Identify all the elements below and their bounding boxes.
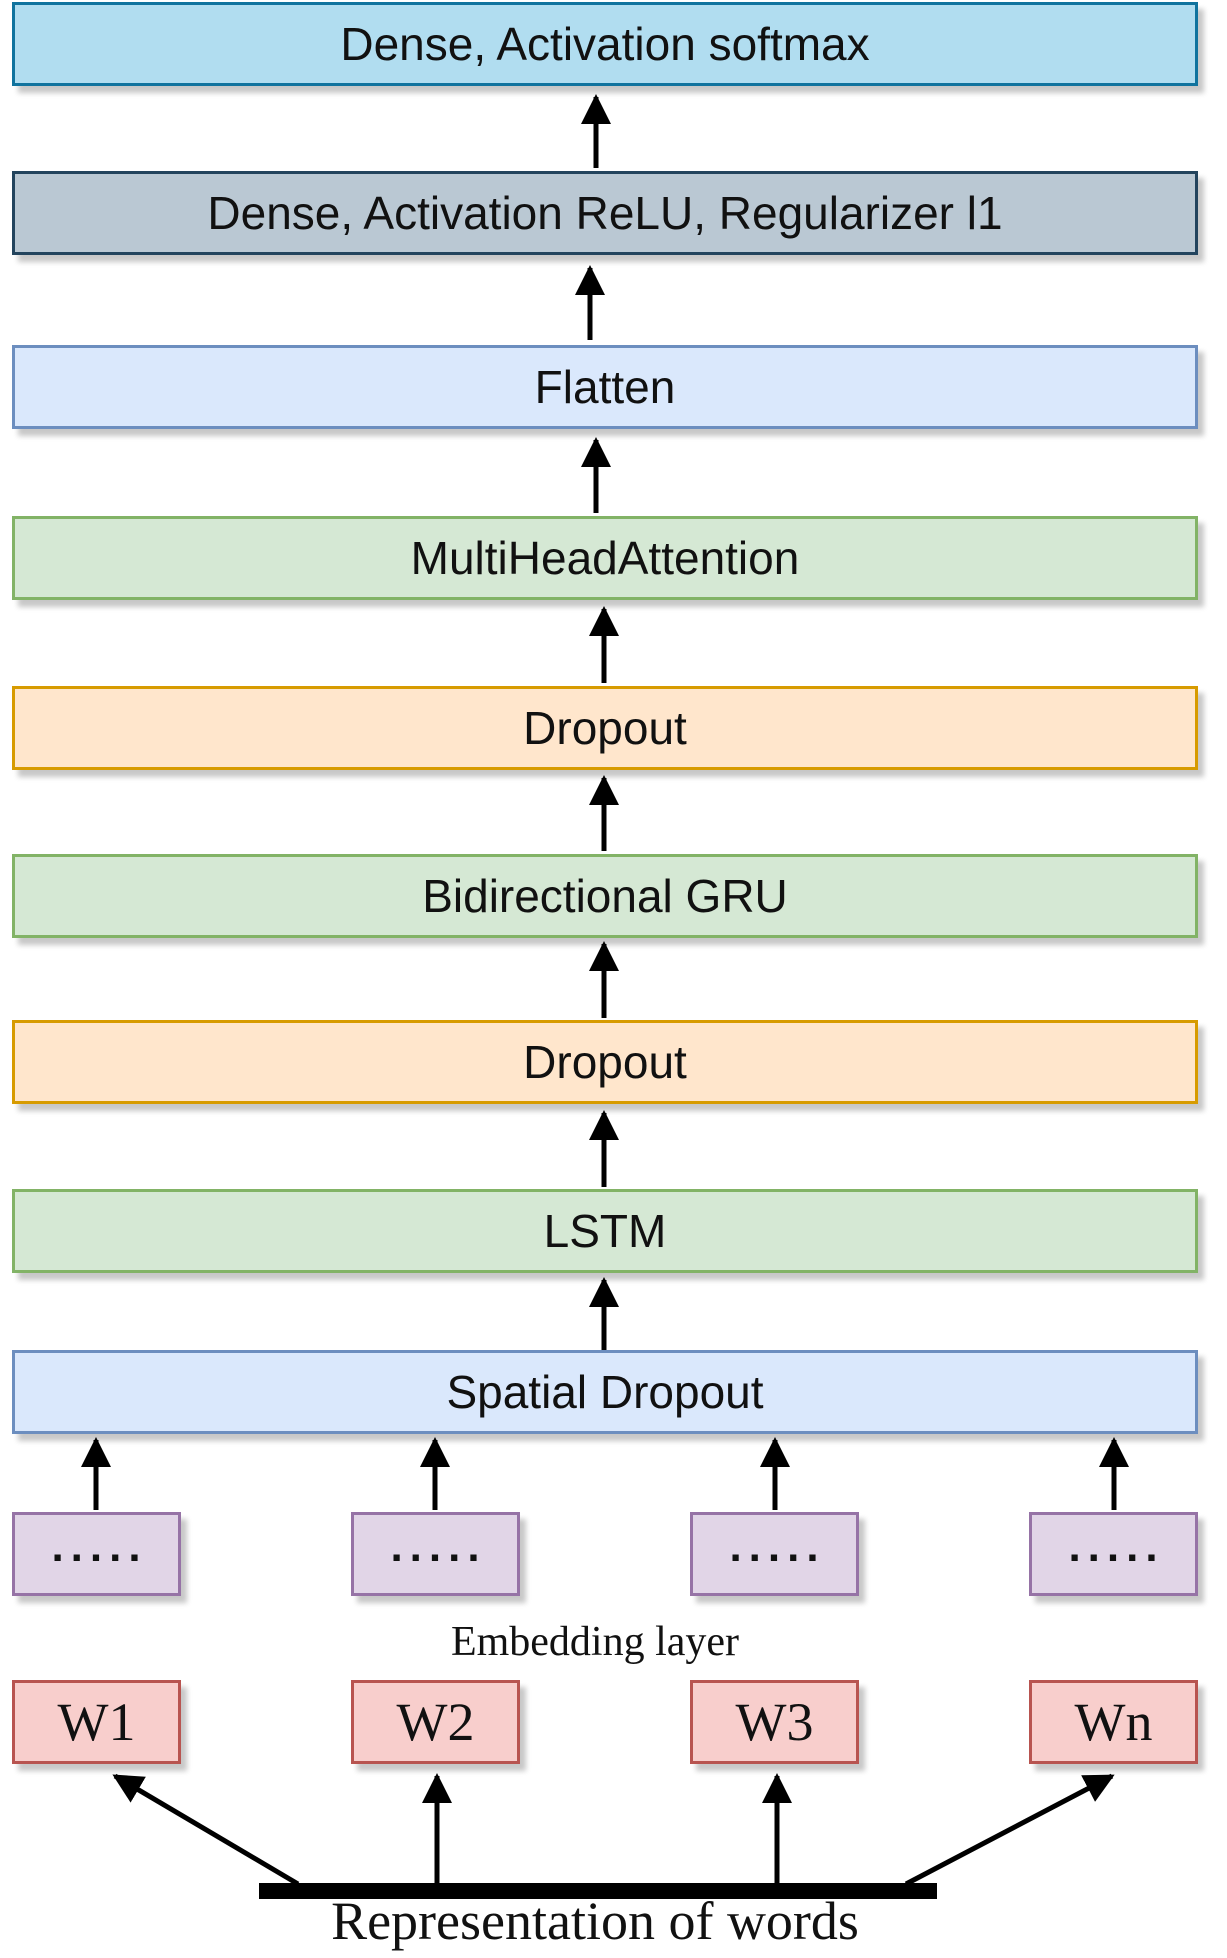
- layer-dropout-lower: Dropout: [12, 1020, 1198, 1104]
- embedding-vector-4: .....: [1029, 1512, 1198, 1596]
- layer-label: Dropout: [523, 702, 687, 754]
- arrow-bar-w1: [112, 1773, 300, 1887]
- layer-label: Bidirectional GRU: [422, 870, 788, 922]
- layer-dropout-upper: Dropout: [12, 686, 1198, 770]
- embedding-layer-caption: Embedding layer: [450, 1619, 740, 1665]
- word-label: W2: [396, 1692, 475, 1752]
- layer-label: Dense, Activation ReLU, Regularizer l1: [207, 187, 1003, 239]
- embedding-dots: .....: [51, 1522, 148, 1571]
- word-token-w3: W3: [690, 1680, 859, 1764]
- embedding-vector-3: .....: [690, 1512, 859, 1596]
- word-token-w1: W1: [12, 1680, 181, 1764]
- layer-dense-softmax: Dense, Activation softmax: [12, 2, 1198, 86]
- layer-dense-relu: Dense, Activation ReLU, Regularizer l1: [12, 171, 1198, 255]
- word-token-w2: W2: [351, 1680, 520, 1764]
- layer-flatten: Flatten: [12, 345, 1198, 429]
- embedding-vector-1: .....: [12, 1512, 181, 1596]
- representation-caption: Representation of words: [331, 1891, 859, 1951]
- word-label: Wn: [1074, 1692, 1153, 1752]
- arrow-bar-wn: [904, 1773, 1115, 1887]
- word-label: W3: [735, 1692, 814, 1752]
- embedding-dots: .....: [1068, 1522, 1165, 1571]
- layer-bidirectional-gru: Bidirectional GRU: [12, 854, 1198, 938]
- layer-label: Dropout: [523, 1036, 687, 1088]
- layer-lstm: LSTM: [12, 1189, 1198, 1273]
- layer-label: MultiHeadAttention: [410, 532, 800, 584]
- word-token-wn: Wn: [1029, 1680, 1198, 1764]
- layer-label: Spatial Dropout: [446, 1366, 764, 1418]
- word-label: W1: [57, 1692, 136, 1752]
- embedding-dots: .....: [729, 1522, 826, 1571]
- layer-spatial-dropout: Spatial Dropout: [12, 1350, 1198, 1434]
- layer-label: Flatten: [534, 361, 676, 413]
- layer-label: Dense, Activation softmax: [340, 18, 870, 70]
- layer-label: LSTM: [543, 1205, 667, 1257]
- layer-multihead-attention: MultiHeadAttention: [12, 516, 1198, 600]
- embedding-dots: .....: [390, 1522, 487, 1571]
- embedding-vector-2: .....: [351, 1512, 520, 1596]
